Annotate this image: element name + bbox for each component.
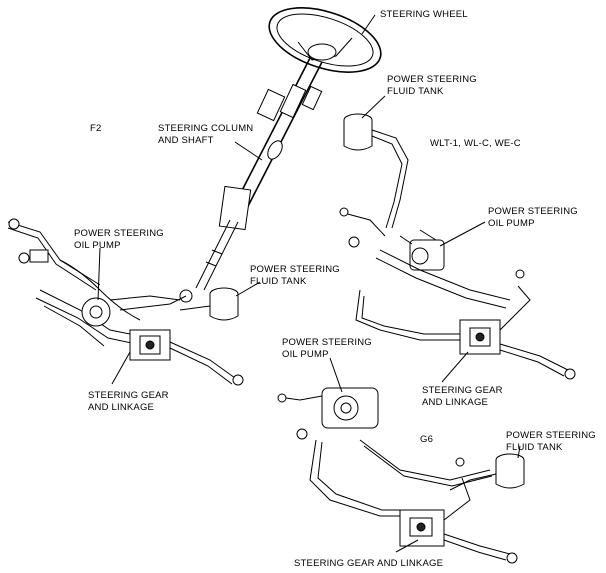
label-wl-pump-2: OIL PUMP bbox=[488, 218, 535, 229]
callout-labels: STEERING WHEEL POWER STEERING FLUID TANK… bbox=[74, 9, 596, 569]
label-wl-gear-2: AND LINKAGE bbox=[422, 397, 488, 408]
label-g6-pump-2: OIL PUMP bbox=[282, 349, 329, 360]
label-g6-pump-1: POWER STEERING bbox=[282, 337, 372, 348]
g6-system-drawing bbox=[277, 387, 525, 564]
wl-system-drawing bbox=[339, 113, 576, 380]
label-f2-variant: F2 bbox=[90, 123, 102, 134]
label-column-1: STEERING COLUMN bbox=[158, 123, 253, 134]
label-f2-pump-2: OIL PUMP bbox=[74, 240, 121, 251]
f2-system-drawing bbox=[7, 218, 244, 386]
label-g6-tank-2: FLUID TANK bbox=[506, 442, 563, 453]
steering-column-drawing bbox=[179, 57, 323, 303]
label-wl-pump-1: POWER STEERING bbox=[488, 206, 578, 217]
label-wl-variant: WLT-1, WL-C, WE-C bbox=[430, 138, 521, 149]
label-g6-tank-1: POWER STEERING bbox=[506, 430, 596, 441]
label-f2-pump-1: POWER STEERING bbox=[74, 228, 164, 239]
label-f2-tank-2: FLUID TANK bbox=[250, 276, 307, 287]
label-wl-tank-1: POWER STEERING bbox=[387, 74, 477, 85]
label-f2-gear-1: STEERING GEAR bbox=[88, 390, 169, 401]
steering-wheel-drawing bbox=[268, 7, 382, 73]
label-wl-gear-1: STEERING GEAR bbox=[422, 385, 503, 396]
label-g6-variant: G6 bbox=[420, 434, 433, 445]
label-g6-gear: STEERING GEAR AND LINKAGE bbox=[294, 558, 443, 569]
label-steering-wheel: STEERING WHEEL bbox=[380, 9, 468, 20]
label-f2-gear-2: AND LINKAGE bbox=[88, 402, 154, 413]
label-wl-tank-2: FLUID TANK bbox=[387, 86, 444, 97]
label-f2-tank-1: POWER STEERING bbox=[250, 264, 340, 275]
label-column-2: AND SHAFT bbox=[158, 135, 214, 146]
leader-lines bbox=[97, 14, 521, 553]
